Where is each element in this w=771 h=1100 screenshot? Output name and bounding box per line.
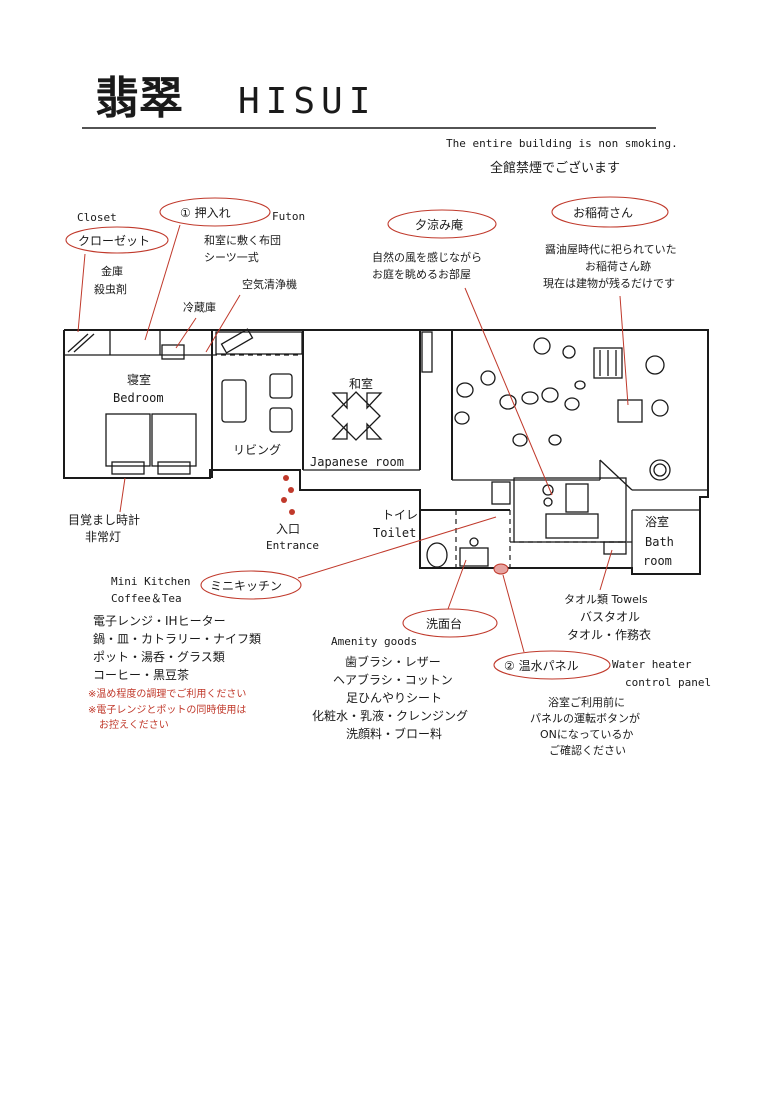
water-panel-label: ② 温水パネル xyxy=(504,659,579,673)
kitchen-label-en-1: Mini Kitchen xyxy=(111,575,190,588)
water-panel-en-1: Water heater xyxy=(612,658,692,671)
oshiire-label: ① 押入れ xyxy=(180,206,231,220)
alarm-item-2: 非常灯 xyxy=(85,530,121,544)
towels-item-2: タオル・作務衣 xyxy=(567,627,651,642)
outer-wall xyxy=(63,329,709,575)
non-smoking-notice-en: The entire building is non smoking. xyxy=(446,137,678,150)
water-panel-item-4: ご確認ください xyxy=(549,743,626,757)
room-bath-jp: 浴室 xyxy=(645,514,669,529)
oinari-item-3: 現在は建物が残るだけです xyxy=(543,276,675,290)
amenity-item-2: ヘアブラシ・コットン xyxy=(333,672,453,687)
water-panel-item-2: パネルの運転ボタンが xyxy=(530,711,640,725)
closet-item-1: 金庫 xyxy=(101,264,123,278)
towels-item-1: バスタオル xyxy=(580,610,640,624)
room-bedroom-jp: 寝室 xyxy=(127,372,151,387)
room-japanese-en: Japanese room xyxy=(310,455,404,469)
entrance-label-jp: 入口 xyxy=(276,522,300,536)
air-purifier-label: 空気清浄機 xyxy=(242,277,297,291)
toilet-label-en: Toilet xyxy=(373,526,416,540)
kitchen-item-2: 鍋・皿・カトラリー・ナイフ類 xyxy=(93,631,261,646)
yusumi-item-1: 自然の風を感じながら xyxy=(372,250,482,264)
water-panel-item-3: ONになっているか xyxy=(540,728,633,741)
washstand-label: 洗面台 xyxy=(426,616,462,631)
oshiire-item-1: 和室に敷く布団 xyxy=(204,233,281,247)
kitchen-note-3: お控えください xyxy=(99,718,169,731)
oshiire-item-2: シーツ一式 xyxy=(204,251,259,264)
oinari-label: お稲荷さん xyxy=(573,206,633,220)
closet-label-en: Closet xyxy=(77,211,117,224)
room-washitsu: 和室 xyxy=(349,376,373,391)
kitchen-note-1: ※温め程度の調理でご利用ください xyxy=(88,687,246,700)
title-japanese: 翡翠 xyxy=(95,73,183,124)
floor-plan xyxy=(63,328,709,575)
amenity-item-5: 洗顔料・ブロー料 xyxy=(346,726,442,741)
alarm-item-1: 目覚まし時計 xyxy=(68,512,140,527)
oinari-item-1: 醤油屋時代に祀られていた xyxy=(545,242,677,256)
water-panel-item-1: 浴室ご利用前に xyxy=(548,695,625,709)
kitchen-item-1: 電子レンジ・IHヒーター xyxy=(93,614,226,628)
closet-label-jp: クローゼット xyxy=(78,234,150,248)
towels-label: タオル類 Towels xyxy=(564,593,648,606)
kitchen-item-3: ポット・湯呑・グラス類 xyxy=(93,650,225,664)
kitchen-item-4: コーヒー・黒豆茶 xyxy=(93,667,189,682)
amenity-label: Amenity goods xyxy=(331,635,417,648)
entrance-label-en: Entrance xyxy=(266,539,319,552)
title-english: HISUI xyxy=(238,81,376,122)
kitchen-label-jp: ミニキッチン xyxy=(210,579,282,593)
amenity-item-4: 化粧水・乳液・クレンジング xyxy=(312,708,468,723)
water-panel-en-2: control panel xyxy=(625,676,711,689)
fridge-label: 冷蔵庫 xyxy=(183,300,216,314)
non-smoking-notice-jp: 全館禁煙でございます xyxy=(490,160,620,176)
oinari-item-2: お稲荷さん跡 xyxy=(585,259,651,273)
closet-item-2: 殺虫剤 xyxy=(94,282,127,296)
kitchen-label-en-2: Coffee＆Tea xyxy=(111,592,182,605)
kitchen-note-2: ※電子レンジとポットの同時使用は xyxy=(88,703,246,716)
room-bath-en-2: room xyxy=(643,554,672,568)
oshiire-futon-label: Futon xyxy=(272,210,305,223)
yusumi-item-2: お庭を眺めるお部屋 xyxy=(372,267,471,281)
room-living: リビング xyxy=(233,443,281,457)
room-bedroom-en: Bedroom xyxy=(113,391,164,405)
room-bath-en-1: Bath xyxy=(645,535,674,549)
amenity-item-1: 歯ブラシ・レザー xyxy=(345,654,441,669)
amenity-item-3: 足ひんやりシート xyxy=(346,691,442,705)
toilet-label-jp: トイレ xyxy=(382,508,418,522)
yusumi-label: 夕涼み庵 xyxy=(415,217,463,232)
